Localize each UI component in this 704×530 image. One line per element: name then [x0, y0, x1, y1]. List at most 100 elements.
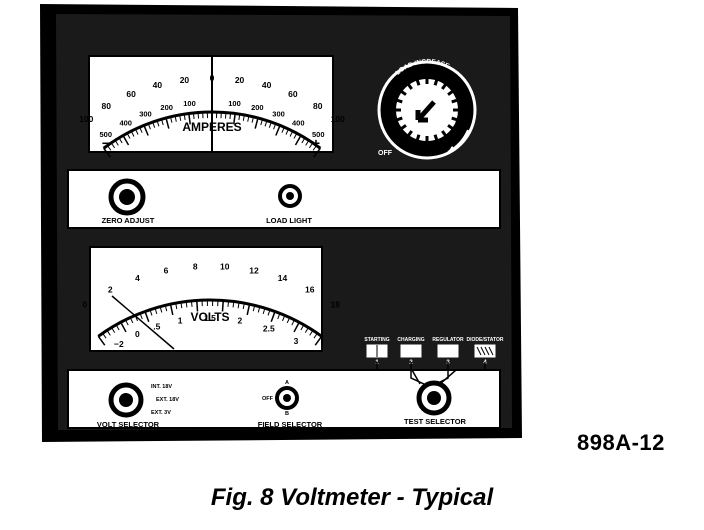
- test-position-4-label: DIODE/STATOR: [467, 337, 504, 343]
- ammeter-outer-label: 60: [288, 89, 298, 99]
- voltmeter-major-tick: [221, 300, 225, 312]
- voltmeter-outer-label: 16: [305, 284, 315, 294]
- field-option-a: A: [285, 380, 289, 386]
- voltmeter-minor-tick: [164, 305, 168, 312]
- ammeter-minor-tick: [305, 140, 310, 146]
- field-option-off: OFF: [262, 396, 274, 402]
- load-increase-control: LOAD INCREASE OFF: [377, 58, 477, 160]
- ammeter-minor-tick: [161, 119, 164, 126]
- ammeter-outer-label: 60: [126, 89, 136, 99]
- voltmeter-minor-tick: [262, 307, 266, 314]
- voltmeter-major-tick: [270, 311, 276, 323]
- ammeter-outer-label: 20: [180, 75, 190, 85]
- test-position-2-label: CHARGING: [397, 337, 424, 343]
- test-selector-pointer-lines: [376, 362, 486, 385]
- voltmeter-minor-tick: [175, 303, 178, 310]
- ammeter-major-tick: [233, 113, 236, 125]
- voltmeter-minor-tick: [232, 301, 235, 308]
- voltmeter-major-tick: [144, 311, 150, 323]
- volt-option-ext-18v: EXT. 18V: [156, 397, 179, 403]
- load-knob-grip: [433, 79, 439, 86]
- voltmeter-minor-tick: [129, 317, 134, 324]
- ammeter-minor-tick: [156, 120, 160, 127]
- test-position-indicators: STARTING 1 CHARGING 2 REGULATOR 3 DIODE/…: [364, 337, 503, 366]
- test-selector-knob-cap: [427, 391, 441, 405]
- voltmeter-minor-tick: [139, 313, 143, 320]
- load-knob-grip: [406, 130, 413, 137]
- ammeter-minor-tick: [281, 126, 285, 133]
- ammeter-outer-label: 80: [102, 101, 112, 111]
- voltmeter-minor-tick: [282, 315, 286, 322]
- ammeter-major-tick: [254, 117, 259, 129]
- zero-adjust-label: ZERO ADJUST: [102, 216, 155, 225]
- ammeter-inner-label: 300: [272, 110, 285, 119]
- ammeter-major-tick: [103, 147, 111, 158]
- ammeter-minor-tick: [264, 120, 268, 127]
- ammeter-outer-label: 40: [262, 80, 272, 90]
- voltmeter-minor-tick: [313, 332, 318, 339]
- load-knob-grip: [447, 89, 454, 96]
- ammeter-outer-label: 20: [235, 75, 245, 85]
- ammeter-inner-label: 500: [99, 130, 112, 139]
- ammeter-minor-tick: [130, 130, 135, 137]
- load-knob-grip: [400, 124, 407, 131]
- ammeter-minor-tick: [170, 116, 173, 123]
- field-option-b: B: [285, 411, 289, 417]
- ammeter-minor-tick: [273, 123, 277, 130]
- ammeter-outer-label: 40: [153, 80, 163, 90]
- voltmeter-major-tick: [97, 335, 106, 346]
- voltmeter-outer-label: 14: [278, 273, 288, 283]
- voltmeter-needle: [111, 295, 175, 350]
- ammeter-outer-label: 100: [79, 114, 93, 124]
- figure-caption: Fig. 8 Voltmeter - Typical: [210, 484, 494, 511]
- ammeter-outer-label: 80: [313, 101, 323, 111]
- ammeter-minor-tick: [183, 114, 186, 121]
- test-position-3-label: REGULATOR: [432, 337, 464, 343]
- voltmeter-minor-tick: [286, 317, 291, 324]
- voltmeter-minor-tick: [111, 327, 116, 333]
- voltmeter-minor-tick: [185, 301, 188, 308]
- voltmeter-inner-label: 3: [294, 336, 299, 346]
- voltmeter-minor-tick: [252, 305, 256, 312]
- ammeter-plus: +: [312, 135, 320, 151]
- ammeter-minor-tick: [242, 114, 245, 121]
- ammeter-inner-label: 100: [228, 99, 241, 108]
- ammeter-minor-tick: [238, 114, 241, 121]
- load-light-lens: [286, 192, 294, 200]
- ammeter-major-tick: [294, 135, 302, 146]
- voltmeter-minor-tick: [277, 313, 281, 320]
- voltmeter-minor-tick: [227, 300, 230, 307]
- zero-adjust-knob-cap: [119, 189, 135, 205]
- ammeter-major-tick: [143, 125, 149, 136]
- ammeter-minor-tick: [139, 126, 143, 133]
- voltmeter-inner-label: 2: [238, 316, 243, 326]
- test-position-2-lamp: [400, 344, 422, 358]
- voltmeter-minor-tick: [102, 332, 107, 339]
- voltmeter-minor-tick: [106, 330, 111, 336]
- voltmeter-major-tick: [314, 335, 323, 346]
- voltmeter-inner-label: 1: [178, 316, 183, 326]
- ammeter-inner-label: 500: [312, 130, 325, 139]
- volt-option-ext-3v: EXT. 3V: [151, 410, 171, 416]
- ammeter-minor-tick: [152, 121, 156, 128]
- ammeter-inner-label: 100: [183, 99, 196, 108]
- ammeter-minor-tick: [289, 130, 294, 137]
- test-position-4-lamp: [474, 344, 496, 358]
- voltmeter-minor-tick: [237, 302, 240, 309]
- field-selector-switch-cap: [283, 394, 291, 402]
- ammeter-minor-tick: [110, 142, 116, 149]
- load-arrow-head-icon: [448, 146, 456, 152]
- voltmeter-minor-tick: [159, 306, 163, 313]
- voltmeter-minor-tick: [190, 300, 193, 307]
- load-off-label: OFF: [378, 150, 393, 157]
- ammeter-minor-tick: [293, 133, 298, 139]
- middle-panel: ZERO ADJUST LOAD LIGHT: [67, 169, 501, 229]
- voltmeter-outer-label: 0: [82, 299, 87, 309]
- load-knob-grip: [433, 134, 439, 141]
- ammeter-minor-tick: [118, 137, 123, 144]
- ammeter-minor-tick: [135, 128, 139, 135]
- voltmeter-minor-tick: [309, 330, 314, 336]
